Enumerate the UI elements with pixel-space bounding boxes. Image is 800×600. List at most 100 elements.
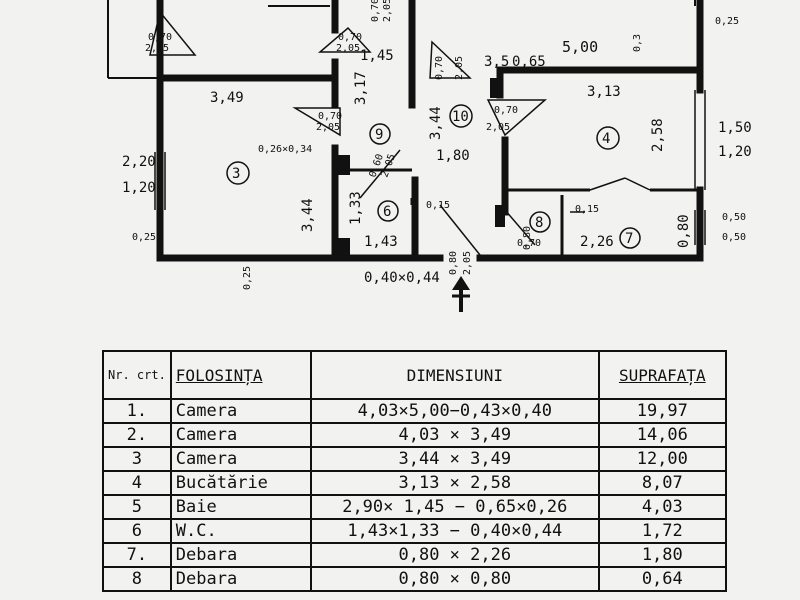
cell-usage: Camera [169, 398, 312, 424]
cell-nr: 3 [102, 446, 172, 472]
dimension-label: 3,17 [353, 71, 369, 105]
dimension-label: 0,26×0,34 [258, 144, 312, 155]
dimension-label: 1,45 [360, 48, 394, 64]
cell-usage: Baie [169, 494, 312, 520]
dimension-label: 0,15 [426, 200, 450, 211]
header-area: SUPRAFAȚA [597, 350, 727, 400]
cell-dimensions: 3,13 × 2,58 [309, 470, 600, 496]
table-row: 1. Camera 4,03×5,00−0,43×0,40 19,97 [102, 398, 727, 424]
dimension-label: 0,40×0,44 [364, 270, 440, 286]
dimension-label: 2,26 [580, 234, 614, 250]
dimension-label: 0,70 [517, 238, 541, 249]
header-dimensions: DIMENSIUNI [309, 350, 600, 400]
dimension-label: 0,70 [318, 111, 342, 122]
dimension-label: 0,80 [448, 251, 459, 275]
dimension-label: 0,50 [722, 212, 746, 223]
dimension-label: 5,00 [562, 38, 598, 56]
dimension-label: 1,33 [348, 191, 364, 225]
table-row: 6 W.C. 1,43×1,33 − 0,40×0,44 1,72 [102, 518, 727, 544]
table-row: 5 Baie 2,90× 1,45 − 0,65×0,26 4,03 [102, 494, 727, 520]
table-row: 7. Debara 0,80 × 2,26 1,80 [102, 542, 727, 568]
dimension-label: 1,20 [122, 180, 156, 196]
dimension-label: 2,05 [145, 43, 169, 54]
dimension-label: 0,70 [148, 32, 172, 43]
table-row: 8 Debara 0,80 × 0,80 0,64 [102, 566, 727, 592]
dimension-label: 2,05 [454, 56, 465, 80]
dimension-label: 3,13 [587, 84, 621, 100]
room-number: 3 [232, 166, 240, 182]
room-schedule-table: Nr. crt. FOLOSINȚA DIMENSIUNI SUPRAFAȚA … [102, 350, 727, 592]
cell-usage: Debara [169, 566, 312, 592]
header-area-text: SUPRAFAȚA [618, 365, 706, 385]
cell-usage: Camera [169, 422, 312, 448]
dimension-label: 0,3 [632, 34, 643, 52]
dimension-label: 2,20 [122, 154, 156, 170]
cell-nr: 2. [102, 422, 172, 448]
room-number: 9 [375, 127, 383, 143]
table-row: 2. Camera 4,03 × 3,49 14,06 [102, 422, 727, 448]
dimension-label: 3,44 [428, 106, 444, 140]
dimension-label: 2,05 [316, 122, 340, 133]
cell-usage: Camera [169, 446, 312, 472]
room-number: 8 [535, 215, 543, 231]
dimension-label: 0,70 [338, 32, 362, 43]
dimension-label: 0,70 [494, 105, 518, 116]
header-usage-text: FOLOSINȚA [175, 365, 263, 385]
dimension-label: 0,25 [242, 266, 253, 290]
cell-dimensions: 4,03 × 3,49 [309, 422, 600, 448]
cell-area: 0,64 [597, 566, 727, 592]
cell-dimensions: 4,03×5,00−0,43×0,40 [309, 398, 600, 424]
dimension-label: 1,80 [436, 148, 470, 164]
room-number: 6 [383, 204, 391, 220]
room-number: 10 [452, 109, 469, 125]
dimension-label: 3,49 [210, 90, 244, 106]
dimension-label: 0,15 [575, 204, 599, 215]
dimension-label: 3,44 [300, 198, 316, 232]
cell-nr: 4 [102, 470, 172, 496]
table-row: 3 Camera 3,44 × 3,49 12,00 [102, 446, 727, 472]
cell-nr: 6 [102, 518, 172, 544]
table-row: 4 Bucătărie 3,13 × 2,58 8,07 [102, 470, 727, 496]
dimension-label: 3,5 [484, 54, 509, 70]
dimension-label: 0,70 [434, 56, 445, 80]
dimension-label: 0,80 [676, 214, 692, 248]
room-number: 4 [602, 131, 610, 147]
cell-area: 1,72 [597, 518, 727, 544]
cell-dimensions: 0,80 × 2,26 [309, 542, 600, 568]
dimension-label: 0,70 [370, 0, 381, 22]
dimension-label: 0,50 [722, 232, 746, 243]
header-usage: FOLOSINȚA [169, 350, 312, 400]
dimension-label: 2,05 [382, 0, 393, 22]
dimension-label: 2,05 [486, 122, 510, 133]
dimension-label: 2,05 [336, 43, 360, 54]
dimension-label: 0,65 [512, 54, 546, 70]
cell-nr: 8 [102, 566, 172, 592]
floor-plan: 3 4 6 7 8 9 10 3,49 3,44 0,26×0,34 2,20 … [107, 0, 752, 312]
cell-nr: 7. [102, 542, 172, 568]
cell-area: 14,06 [597, 422, 727, 448]
cell-dimensions: 2,90× 1,45 − 0,65×0,26 [309, 494, 600, 520]
cell-usage: Bucătărie [169, 470, 312, 496]
cell-area: 4,03 [597, 494, 727, 520]
cell-area: 12,00 [597, 446, 727, 472]
cell-nr: 1. [102, 398, 172, 424]
dimension-label: 0,25 [715, 16, 739, 27]
dimension-label: 0,25 [132, 232, 156, 243]
cell-area: 8,07 [597, 470, 727, 496]
dimension-label: 1,43 [364, 234, 398, 250]
cell-area: 1,80 [597, 542, 727, 568]
dimension-label: 1,20 [718, 144, 752, 160]
entrance-arrow-icon [452, 276, 470, 312]
cell-area: 19,97 [597, 398, 727, 424]
cell-usage: W.C. [169, 518, 312, 544]
cell-dimensions: 1,43×1,33 − 0,40×0,44 [309, 518, 600, 544]
cell-usage: Debara [169, 542, 312, 568]
dimension-label: 2,58 [650, 118, 666, 152]
dimension-label: 0,80 [522, 226, 533, 250]
dimension-label: 2,05 [462, 251, 473, 275]
cell-nr: 5 [102, 494, 172, 520]
cell-dimensions: 0,80 × 0,80 [309, 566, 600, 592]
header-nr: Nr. crt. [102, 350, 172, 400]
table-header-row: Nr. crt. FOLOSINȚA DIMENSIUNI SUPRAFAȚA [102, 350, 727, 400]
cell-dimensions: 3,44 × 3,49 [309, 446, 600, 472]
